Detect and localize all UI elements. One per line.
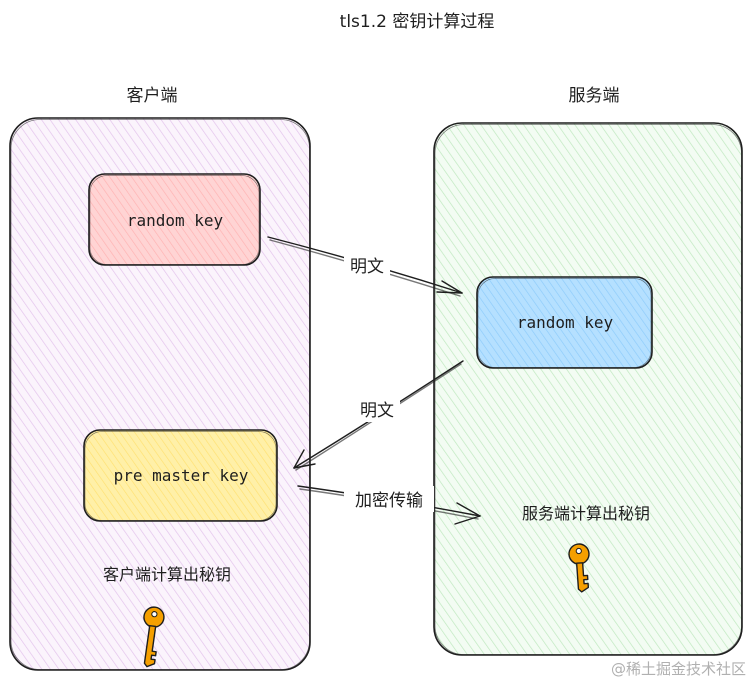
- client-random-key-box: random key: [88, 173, 261, 266]
- server-label: 服务端: [569, 86, 620, 106]
- client-label: 客户端: [127, 86, 178, 106]
- server-random-key-label: random key: [517, 313, 614, 332]
- edge-label-bg-3: [344, 486, 434, 512]
- pre-master-key-box: pre master key: [83, 429, 278, 522]
- server-random-key-box: random key: [476, 276, 653, 369]
- server-panel: [433, 122, 743, 656]
- diagram-title: tls1.2 密钥计算过程: [340, 12, 495, 32]
- server-compute-text: 服务端计算出秘钥: [522, 504, 650, 523]
- client-key-icon: [143, 606, 165, 668]
- edge-label-plain-1: 明文: [350, 257, 384, 277]
- edge-label-bg-1: [344, 252, 390, 278]
- server-key-icon: [568, 543, 590, 593]
- client-compute-text: 客户端计算出秘钥: [103, 565, 231, 584]
- edge-label-plain-2: 明文: [360, 401, 394, 421]
- client-random-key-label: random key: [127, 211, 224, 230]
- edge-label-encrypted: 加密传输: [355, 491, 423, 511]
- pre-master-key-label: pre master key: [114, 466, 249, 485]
- watermark: @稀土掘金技术社区: [611, 660, 746, 678]
- edge-label-bg-2: [354, 396, 400, 422]
